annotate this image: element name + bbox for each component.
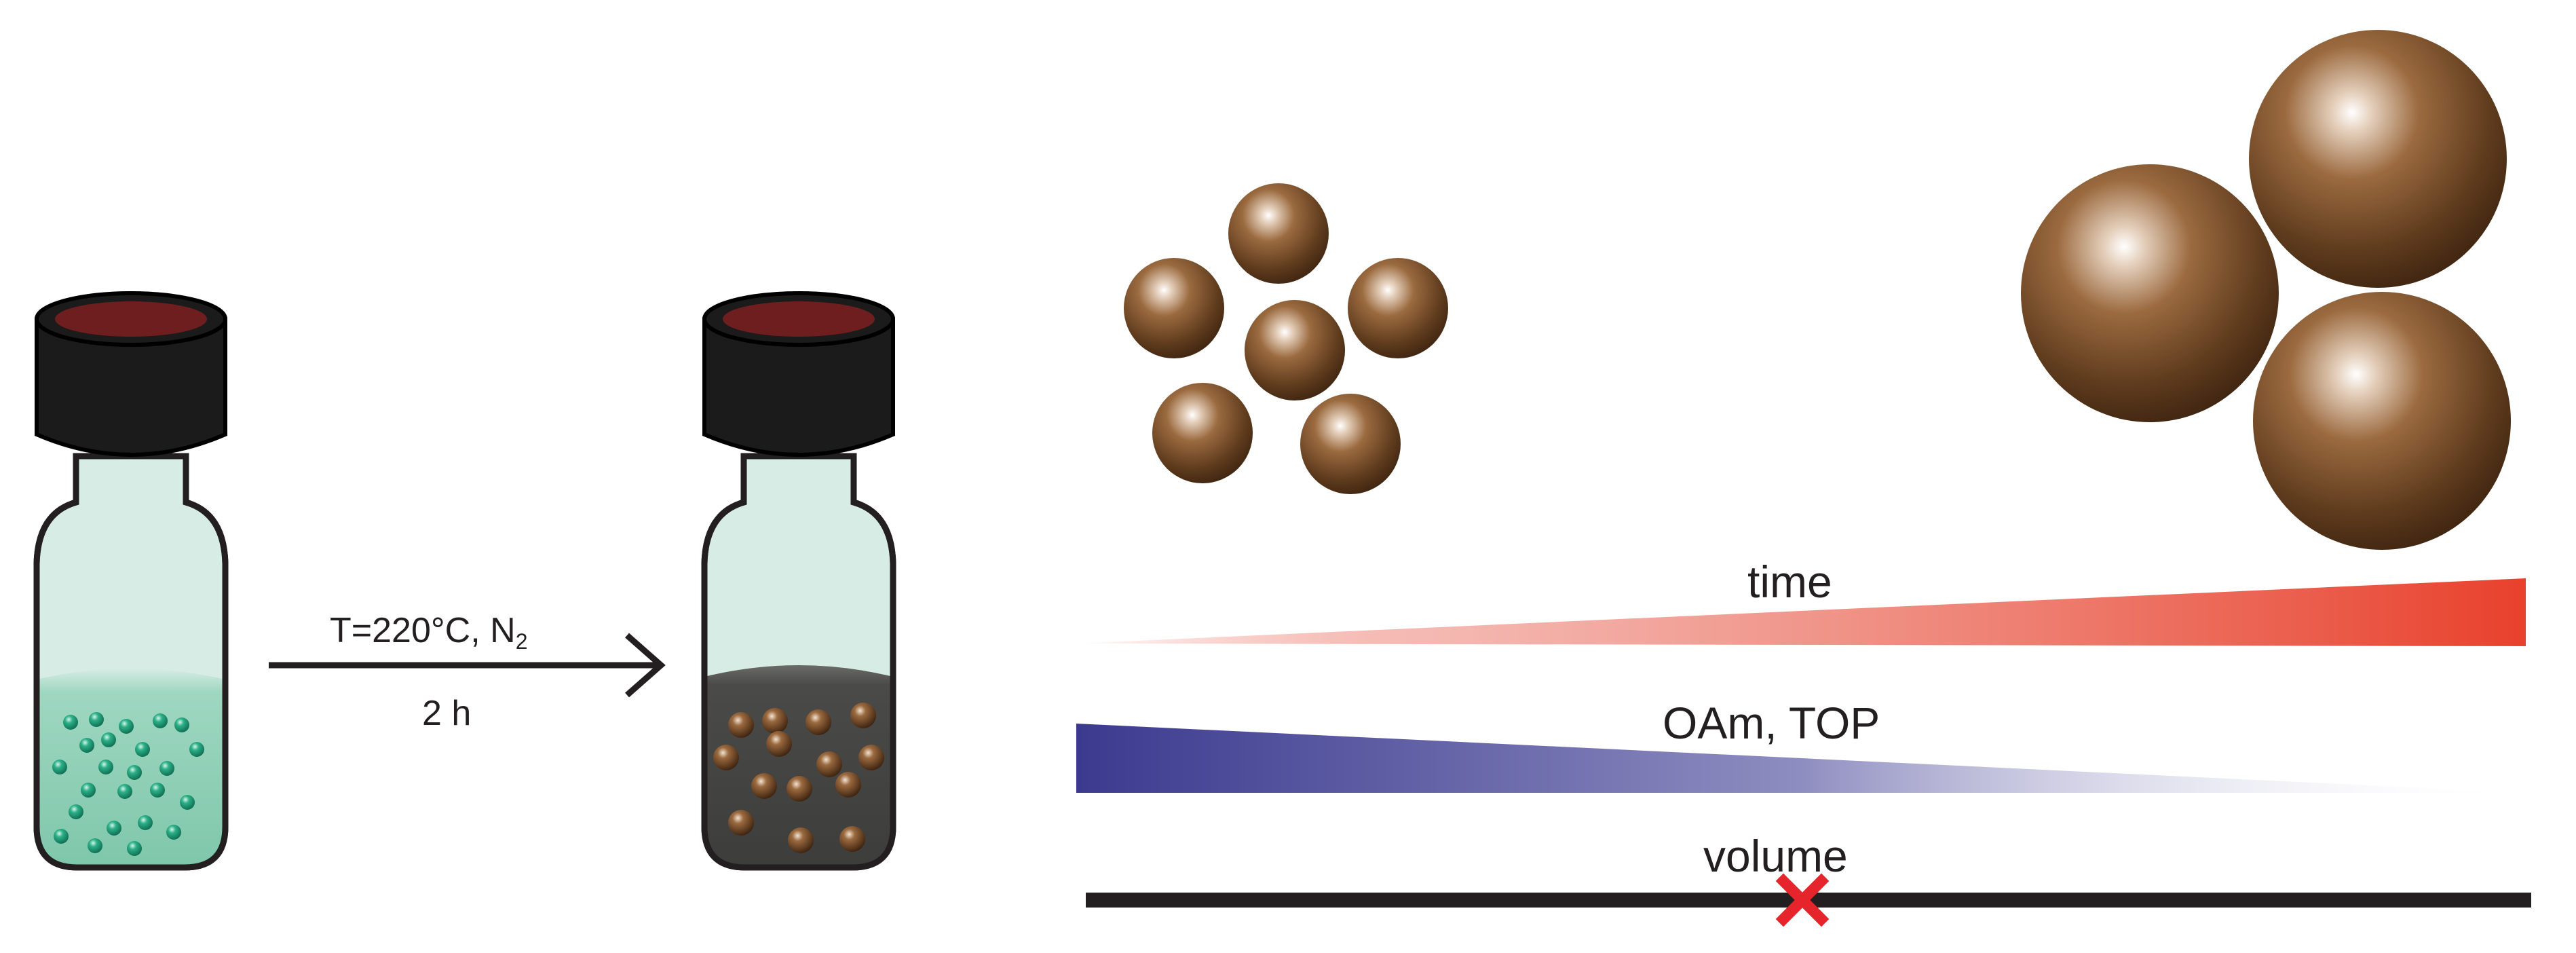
precursor-vial: [33, 291, 229, 871]
precursor-particles: [52, 712, 204, 856]
nanoparticle: [2253, 292, 2511, 550]
nanoparticle: [1152, 383, 1253, 483]
product-liquid: [707, 665, 890, 865]
nanoparticle: [1300, 394, 1401, 494]
time-label: time: [1747, 557, 1832, 607]
reaction-condition-subscript: 2: [516, 629, 528, 654]
svg-text:T=220°C, N2: T=220°C, N2: [330, 611, 527, 654]
nanoparticle: [1245, 300, 1345, 400]
large-nanoparticles: [2021, 30, 2511, 550]
cap-seal: [723, 301, 875, 337]
reaction-condition: T=220°C, N: [330, 611, 516, 650]
reaction-arrow: T=220°C, N2 2 h: [269, 611, 666, 733]
volume-line: volume: [1086, 831, 2531, 927]
right-arrow-icon: [625, 633, 666, 698]
x-mark-icon: [1775, 873, 1830, 927]
ligand-gradient: OAm, TOP: [1076, 698, 2526, 793]
reaction-duration: 2 h: [422, 694, 471, 733]
nanoparticle: [1124, 258, 1224, 358]
cap-seal: [55, 301, 207, 337]
vial-cap: [702, 291, 895, 457]
product-vial: [701, 291, 896, 871]
volume-label: volume: [1703, 831, 1848, 881]
ligand-label: OAm, TOP: [1663, 698, 1880, 748]
small-nanoparticles: [1124, 183, 1448, 494]
time-gradient: time: [1076, 557, 2526, 646]
product-particles: [713, 703, 884, 853]
vial-cap: [35, 291, 227, 457]
nanoparticle: [2021, 164, 2279, 422]
nanoparticle: [1228, 183, 1329, 284]
nanoparticle: [2249, 30, 2507, 288]
nanoparticle: [1348, 258, 1448, 358]
